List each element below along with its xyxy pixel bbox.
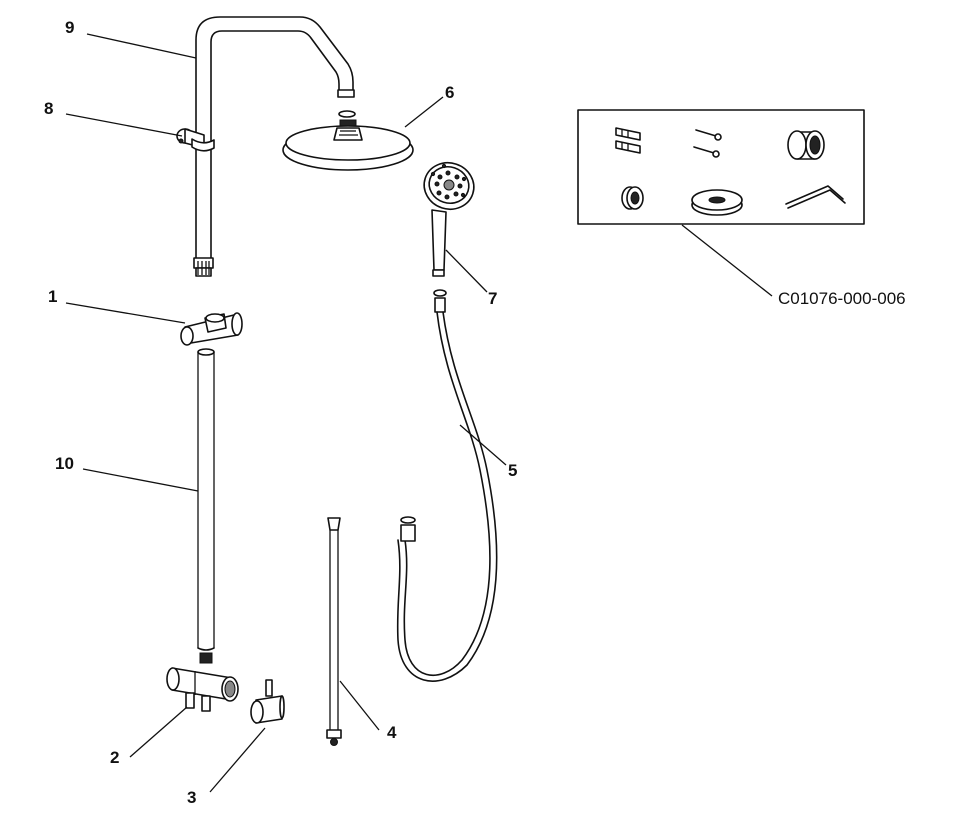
leader-lines [65, 33, 773, 793]
wall-bracket-8 [176, 128, 215, 152]
control-knob-3 [250, 679, 285, 724]
shower-hose-5 [396, 289, 498, 682]
label-part-7: 7 [488, 289, 497, 308]
label-part-2: 2 [110, 748, 119, 767]
upper-riser-pipe-9 [193, 16, 355, 277]
label-part-9: 9 [65, 18, 74, 37]
flange-washer-icon [691, 189, 743, 216]
lower-riser-pipe-10 [197, 348, 215, 651]
label-part-5: 5 [508, 461, 517, 480]
label-part-1: 1 [48, 287, 57, 306]
label-part-8: 8 [44, 99, 53, 118]
screws-icon [693, 129, 722, 158]
hex-key-icon [785, 185, 846, 209]
kit-code-label: C01076-000-006 [778, 289, 906, 308]
hand-shower-7 [423, 162, 475, 277]
large-nut-icon [787, 130, 825, 160]
label-part-6: 6 [445, 83, 454, 102]
connection-hose-4 [326, 517, 342, 746]
label-part-4: 4 [387, 723, 397, 742]
label-part-10: 10 [55, 454, 74, 473]
wall-plugs-icon [615, 127, 641, 154]
slider-holder-1 [180, 312, 243, 346]
label-part-3: 3 [187, 788, 196, 807]
accessory-kit-box [577, 109, 865, 225]
rain-shower-head-6 [282, 110, 414, 171]
mixer-valve-2 [166, 652, 239, 712]
small-nut-icon [621, 186, 644, 210]
